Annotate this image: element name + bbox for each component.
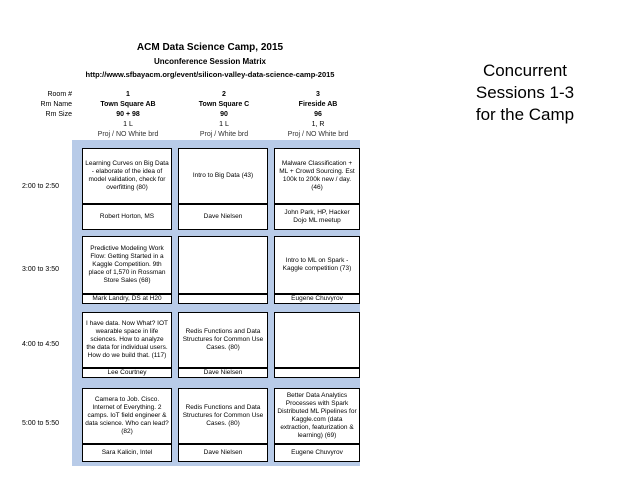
- session-speaker-cell: Dave Nielsen: [178, 444, 268, 462]
- room-name: Town Square C: [198, 101, 250, 108]
- session-speaker-cell: John Park, HP, Hacker Dojo ML meetup: [274, 204, 360, 230]
- room-layout: 1 L: [123, 121, 133, 128]
- session-speaker-cell: Dave Nielsen: [178, 368, 268, 378]
- session-title-cell: Camera to Job. Cisco. Internet of Everyt…: [82, 388, 172, 444]
- session-title-cell: Redis Functions and Data Structures for …: [178, 312, 268, 368]
- matrix-subtitle: Unconference Session Matrix: [153, 57, 267, 66]
- room-size: 90 + 98: [116, 111, 140, 118]
- session-speaker-cell: Lee Courtney: [82, 368, 172, 378]
- room-header-3: 3 Fireside AB 96 1, R Proj / NO White br…: [262, 90, 374, 140]
- room-size: 90: [220, 111, 228, 118]
- session-speaker-cell: [178, 294, 268, 304]
- room-size: 96: [314, 111, 322, 118]
- session-speaker-cell: Mark Landry, DS at H20: [82, 294, 172, 304]
- session-speaker-cell: Dave Nielsen: [178, 204, 268, 230]
- room-header-1: 1 Town Square AB 90 + 98 1 L Proj / NO W…: [72, 90, 184, 140]
- side-title-line-1: Concurrent: [482, 61, 568, 80]
- time-slot-label: 5:00 to 5:50: [22, 420, 59, 427]
- session-speaker-cell: Eugene Chuvyrov: [274, 294, 360, 304]
- slide-side-title: Concurrent Sessions 1-3 for the Camp: [430, 60, 620, 126]
- session-title-cell: [274, 312, 360, 368]
- session-title-cell: Redis Functions and Data Structures for …: [178, 388, 268, 444]
- room-name: Town Square AB: [100, 101, 156, 108]
- room-name: Fireside AB: [298, 101, 338, 108]
- time-slot-label: 2:00 to 2:50: [22, 183, 59, 190]
- session-speaker-cell: Sara Kalicin, Intel: [82, 444, 172, 462]
- matrix-title: ACM Data Science Camp, 2015: [136, 42, 284, 53]
- side-title-line-2: Sessions 1-3: [475, 83, 575, 102]
- room-number: 1: [126, 91, 130, 98]
- room-note: Proj / NO White brd: [97, 131, 159, 138]
- room-size-label: Rm Size: [45, 111, 72, 118]
- time-slot-label: 3:00 to 3:50: [22, 266, 59, 273]
- room-note: Proj / White brd: [199, 131, 249, 138]
- side-title-line-3: for the Camp: [475, 105, 575, 124]
- session-title-cell: Intro to ML on Spark - Kaggle competitio…: [274, 236, 360, 294]
- session-title-cell: Predictive Modeling Work Flow: Getting S…: [82, 236, 172, 294]
- time-slot-label: 4:00 to 4:50: [22, 341, 59, 348]
- event-url: http://www.sfbayacm.org/event/silicon-va…: [85, 70, 335, 79]
- session-title-cell: Intro to Big Data (43): [178, 148, 268, 204]
- session-title-cell: [178, 236, 268, 294]
- room-name-label: Rm Name: [40, 101, 72, 108]
- room-number: 3: [316, 91, 320, 98]
- room-layout: 1, R: [311, 121, 325, 128]
- room-header-2: 2 Town Square C 90 1 L Proj / White brd: [168, 90, 280, 140]
- session-speaker-cell: Robert Horton, MS: [82, 204, 172, 230]
- room-number: 2: [222, 91, 226, 98]
- session-title-cell: Malware Classification + ML + Crowd Sour…: [274, 148, 360, 204]
- room-number-label: Room #: [47, 91, 72, 98]
- session-speaker-cell: [274, 368, 360, 378]
- room-layout: 1 L: [219, 121, 229, 128]
- session-title-cell: Better Data Analytics Processes with Spa…: [274, 388, 360, 444]
- room-meta-labels: Room # Rm Name Rm Size: [20, 90, 72, 120]
- session-speaker-cell: Eugene Chuvyrov: [274, 444, 360, 462]
- session-matrix: Learning Curves on Big Data - elaborate …: [72, 140, 360, 466]
- session-title-cell: Learning Curves on Big Data - elaborate …: [82, 148, 172, 204]
- session-title-cell: I have data. Now What? IOT wearable spac…: [82, 312, 172, 368]
- room-note: Proj / NO White brd: [287, 131, 349, 138]
